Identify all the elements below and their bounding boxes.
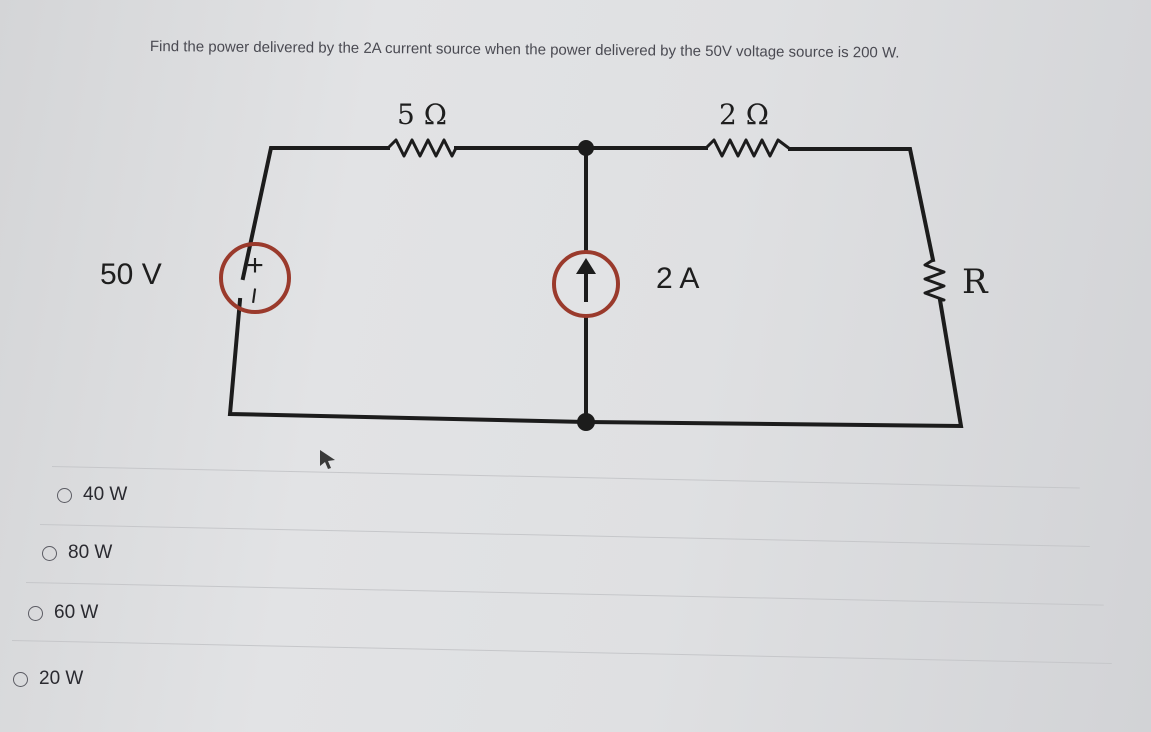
resistor-2-ohm-label: 2 Ω	[719, 98, 769, 131]
answer-option-label: 20 W	[39, 668, 84, 689]
resistor-r-label: R	[962, 262, 989, 302]
radio-button[interactable]	[28, 605, 43, 621]
resistor-5-ohm-label: 5 Ω	[397, 98, 447, 131]
wire-top-left	[240, 146, 390, 281]
resistor-2-ohm	[704, 138, 791, 158]
wire-right-lower	[227, 297, 964, 429]
voltage-source-circle	[219, 242, 291, 314]
voltage-source-label: 50 V	[100, 258, 162, 291]
answer-option-label: 80 W	[68, 542, 113, 563]
resistor-5-ohm	[386, 138, 458, 158]
radio-button[interactable]	[13, 671, 28, 687]
current-source-label: 2 A	[656, 262, 699, 295]
answer-option-20w[interactable]: 20 W	[13, 668, 83, 690]
voltage-source-minus-sign: −	[237, 285, 272, 307]
radio-button[interactable]	[42, 545, 57, 561]
mouse-cursor-icon	[320, 450, 335, 469]
voltage-source-50v: + −	[219, 242, 291, 314]
arrow-up-icon	[576, 258, 596, 274]
voltage-source-plus-sign: +	[246, 249, 264, 282]
radio-button[interactable]	[57, 487, 72, 503]
junction-node-bottom	[577, 413, 595, 431]
junction-node-top	[578, 140, 594, 156]
answer-option-label: 40 W	[83, 484, 128, 505]
resistor-r	[923, 258, 946, 302]
answer-option-80w[interactable]: 80 W	[42, 542, 112, 564]
answer-option-60w[interactable]: 60 W	[28, 602, 98, 624]
current-source-2a	[552, 250, 620, 318]
answer-option-label: 60 W	[54, 602, 99, 623]
wire-top-right	[788, 147, 936, 263]
answer-option-40w[interactable]: 40 W	[57, 484, 127, 506]
